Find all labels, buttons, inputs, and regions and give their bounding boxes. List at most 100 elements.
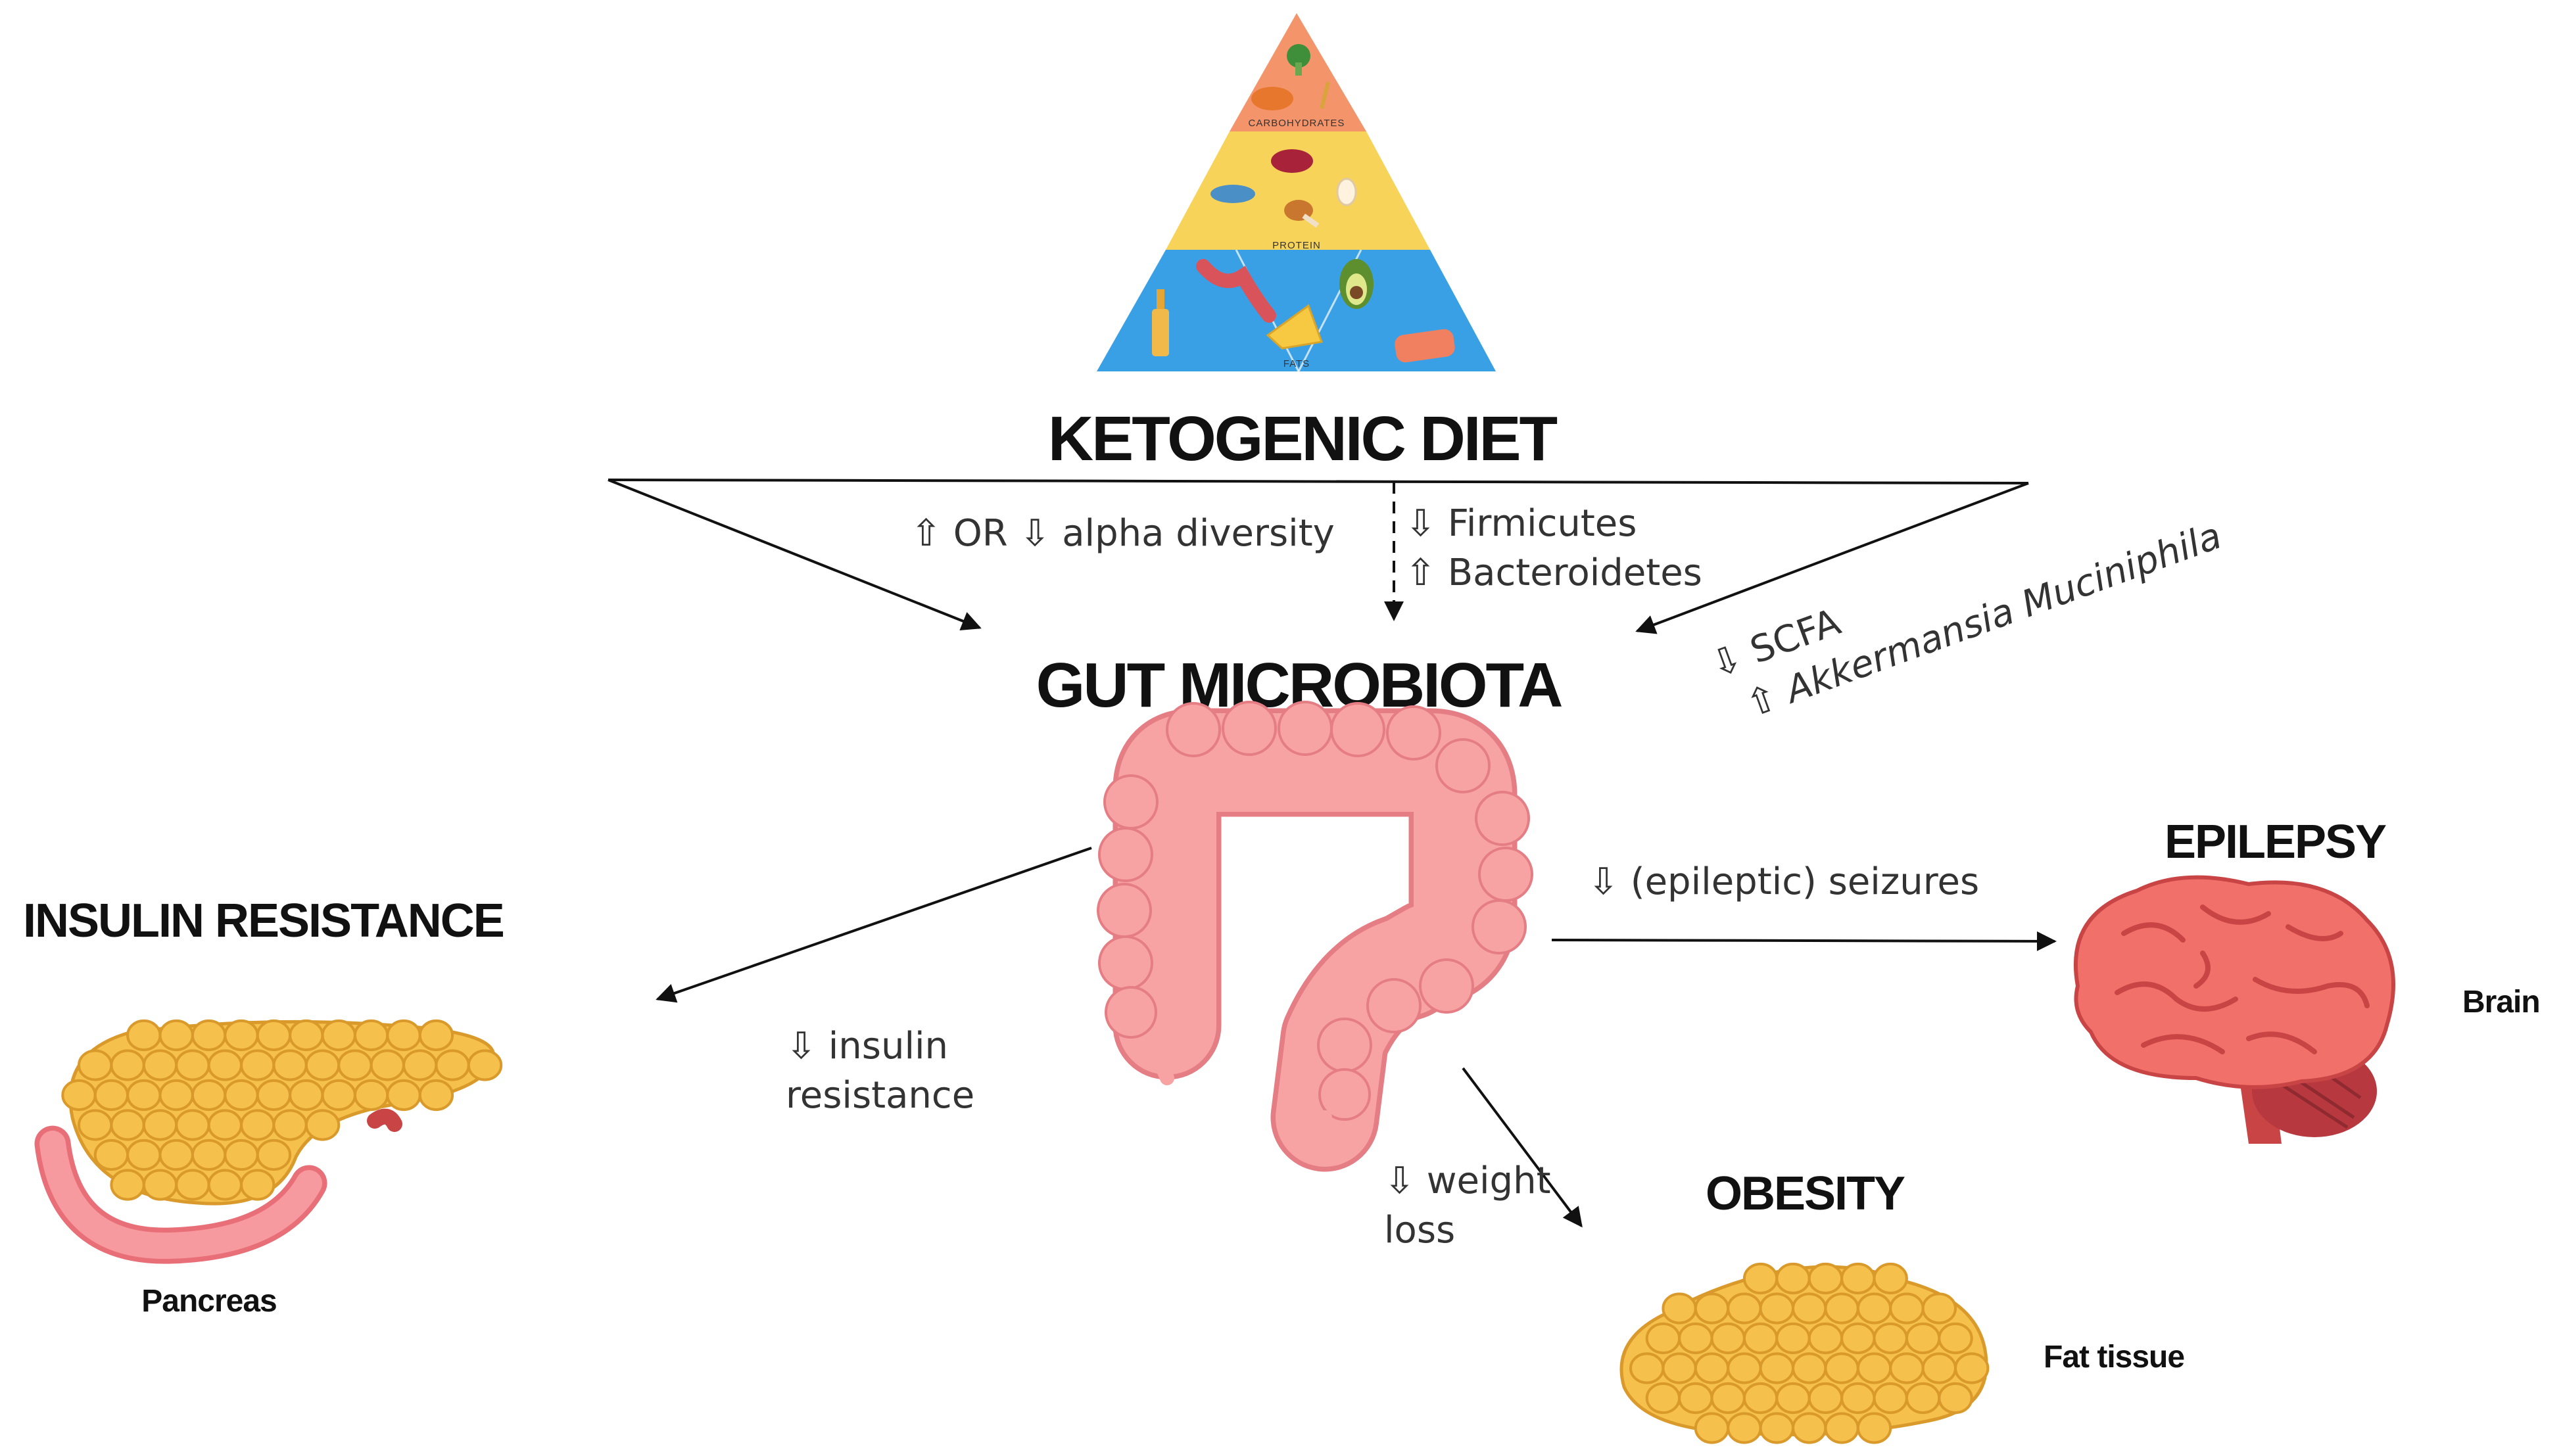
fat-cell (353, 1019, 389, 1052)
pyramid-label-protein: PROTEIN (1272, 240, 1321, 251)
fat-cell (1840, 1262, 1876, 1295)
fat-cell (1727, 1352, 1762, 1384)
fat-cell (1742, 1322, 1779, 1355)
fat-cell (1645, 1322, 1681, 1355)
steak-icon (1271, 149, 1313, 173)
fat-cell (1824, 1412, 1859, 1444)
fat-cell (175, 1169, 210, 1201)
salmon-icon (1395, 329, 1455, 363)
fat-cell (158, 1019, 194, 1052)
fat-cell (1775, 1382, 1811, 1415)
fat-cell (1710, 1322, 1746, 1355)
alpha-diversity-effect: ⇧ OR ⇩ alpha diversity (911, 512, 1335, 555)
fat-cell (1856, 1412, 1892, 1444)
fat-cell (321, 1019, 356, 1052)
epilepsy-title: EPILEPSY (2165, 816, 2386, 868)
fat-cell (256, 1079, 292, 1112)
gut-to-obesity-arrow (1462, 1067, 1583, 1228)
fat-cell (353, 1079, 389, 1112)
fat-cell (1873, 1322, 1908, 1355)
fat-cell (304, 1049, 341, 1081)
fat-cell (256, 1139, 292, 1171)
fat-cell (126, 1019, 162, 1052)
fat-cell (1807, 1322, 1844, 1355)
fat-cell (1759, 1292, 1795, 1325)
fat-cell (1905, 1382, 1941, 1415)
fat-cell (1889, 1292, 1925, 1325)
brain-icon (2073, 875, 2395, 1144)
weight-effect-line1: ⇩ weight (1384, 1160, 1551, 1202)
fat-cell (61, 1079, 97, 1112)
fat-cell (1694, 1412, 1730, 1444)
gut-to-insulin-arrow (656, 847, 1092, 1003)
pyramid-label-fats: FATS (1283, 358, 1310, 369)
fat-cell (110, 1169, 145, 1201)
fat-cell (418, 1079, 454, 1112)
fat-cell (289, 1079, 324, 1112)
fat-cell (207, 1049, 243, 1081)
ketogenic-diet-title: KETOGENIC DIET (1048, 404, 1558, 474)
fat-cell (93, 1079, 130, 1112)
fat-cell (158, 1079, 194, 1112)
fat-cell (1792, 1412, 1827, 1444)
fat-cell (1889, 1352, 1925, 1384)
fat-cell (175, 1049, 210, 1081)
fat-cell (78, 1109, 113, 1141)
fat-cell (1840, 1322, 1876, 1355)
fat-cell (1662, 1352, 1697, 1384)
fat-cell (1938, 1382, 1973, 1415)
fat-cell (191, 1079, 227, 1112)
fat-cell (1727, 1292, 1762, 1325)
fat-cell (1824, 1292, 1859, 1325)
avocado-icon (1339, 259, 1374, 309)
insulin-resistance-title: INSULIN RESISTANCE (23, 895, 504, 947)
fat-cell (142, 1109, 178, 1141)
fat-cell (224, 1019, 259, 1052)
fat-cell (1873, 1262, 1908, 1295)
gut-to-epilepsy-arrow (1551, 931, 2057, 951)
pyramid-tier-protein (1166, 131, 1430, 250)
fat-cell (126, 1079, 162, 1112)
sweet-potato-icon (1251, 87, 1293, 110)
fat-cell (191, 1139, 227, 1171)
fat-cell (93, 1139, 130, 1171)
fat-cell (1856, 1352, 1892, 1384)
fat-cell (191, 1019, 227, 1052)
fat-cell (1775, 1262, 1811, 1295)
fat-cell (1775, 1322, 1811, 1355)
weight-effect-line2: loss (1384, 1209, 1455, 1252)
fat-cell (272, 1109, 308, 1141)
fat-cell (337, 1049, 373, 1081)
fat-cell (224, 1139, 259, 1171)
fat-cell (289, 1019, 324, 1052)
fat-cell (304, 1109, 341, 1141)
fat-cell (386, 1079, 421, 1112)
fat-cell (240, 1169, 275, 1201)
fat-cell (1905, 1322, 1941, 1355)
fat-cell (1921, 1292, 1957, 1325)
oil-bottle-icon (1152, 289, 1169, 356)
pancreas-icon (34, 1019, 503, 1264)
fat-cell (370, 1049, 405, 1081)
fat-cell (1678, 1382, 1713, 1415)
fat-cell (1742, 1382, 1779, 1415)
fat-cell (78, 1049, 113, 1081)
bacon-icon (1196, 259, 1276, 323)
cheese-icon (1266, 304, 1324, 350)
fat-tissue-icon (1619, 1262, 1990, 1444)
fat-cell (1742, 1262, 1779, 1295)
bacteroidetes-effect: ⇧ Bacteroidetes (1405, 552, 1702, 594)
fat-tissue-label: Fat tissue (2044, 1340, 2184, 1374)
fat-cell (1792, 1352, 1827, 1384)
chicken-leg-icon (1284, 200, 1320, 228)
pancreas-label: Pancreas (141, 1284, 277, 1319)
fat-cell (386, 1019, 421, 1052)
fat-cell (207, 1169, 243, 1201)
fat-cell (224, 1079, 259, 1112)
fat-cell (1938, 1322, 1973, 1355)
fat-cell (402, 1049, 438, 1081)
fat-cell (1678, 1322, 1713, 1355)
fat-cell (1662, 1292, 1697, 1325)
broccoli-icon (1287, 44, 1310, 76)
